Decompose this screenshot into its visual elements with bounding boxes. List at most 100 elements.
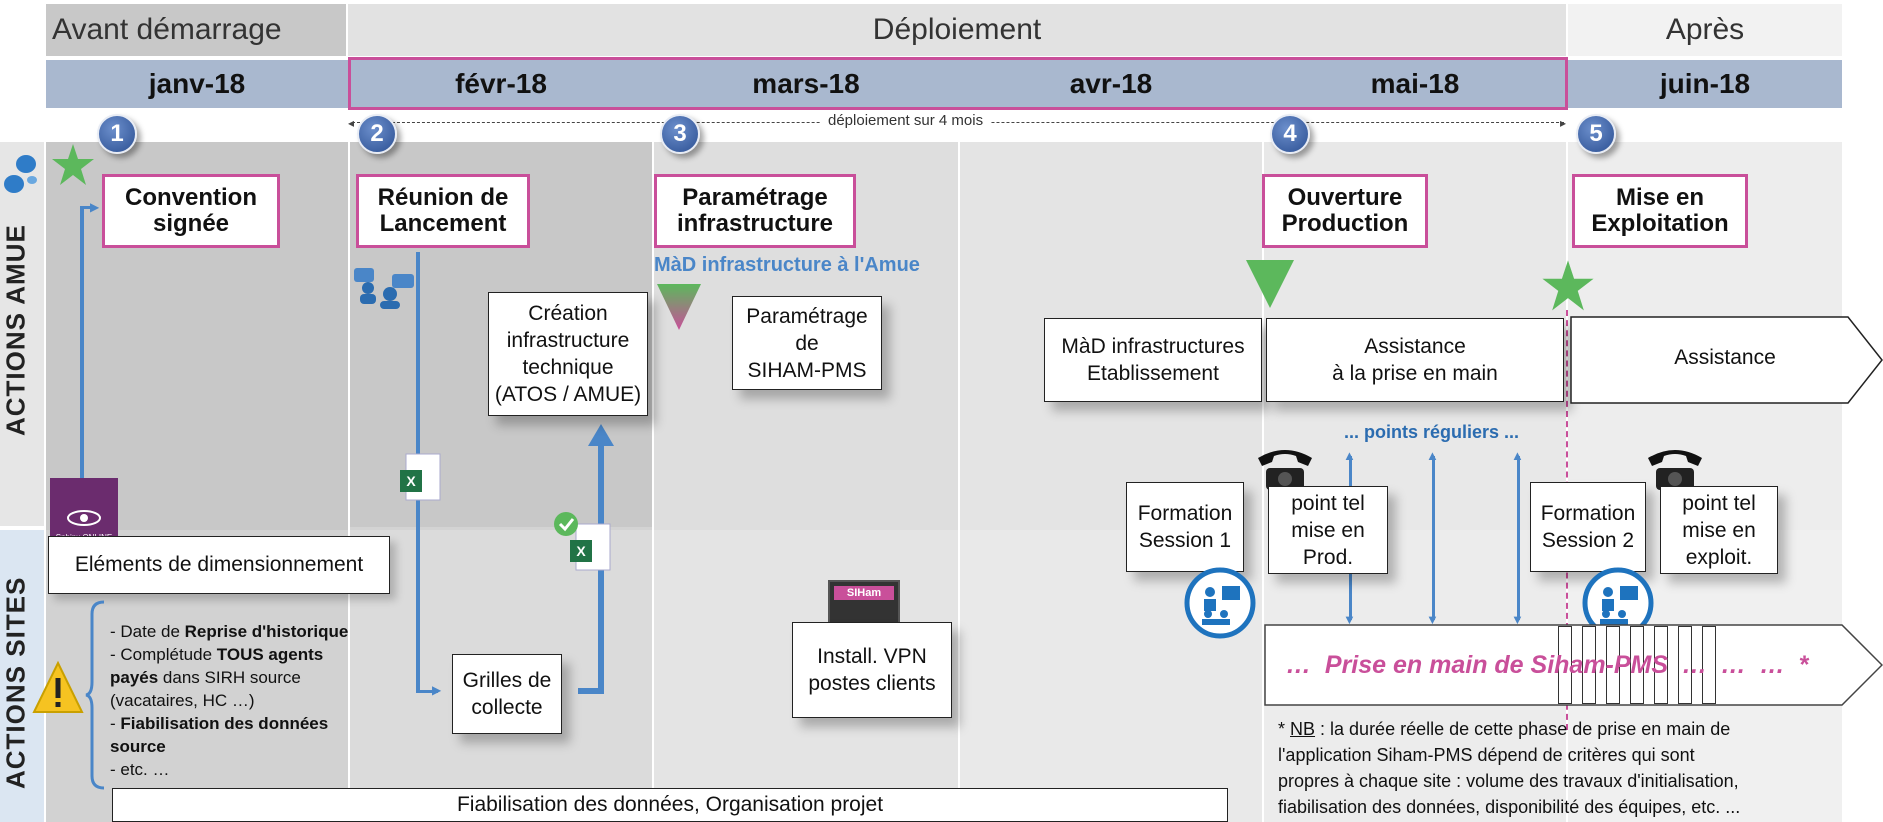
list-l1b: Reprise d'historique: [184, 622, 349, 641]
vpn-line1: Install. VPN: [817, 645, 927, 668]
star-icon-1: [52, 144, 94, 185]
phone-icon-1: [1258, 450, 1312, 490]
nb-label: NB: [1290, 719, 1316, 739]
nb-line-2: l'application Siham-PMS dépend de critèr…: [1278, 745, 1695, 765]
fiabilisation-label: Fiabilisation des données, Organisation …: [456, 793, 884, 816]
tel-prod-line3: Prod.: [1302, 545, 1354, 569]
regular-arrowhead-3-bottom: ▼: [1511, 612, 1524, 627]
list-l2a: - Complétude: [110, 645, 217, 664]
milestone-5-line2: Exploitation: [1591, 210, 1729, 237]
separator-2: [652, 142, 654, 822]
prise-stripe-3: [1606, 626, 1620, 704]
triangle-down-icon-4: [1246, 260, 1294, 308]
tel-prod-line2: mise en: [1291, 518, 1365, 542]
list-brace: [85, 600, 105, 790]
nb-line-3: propres à chaque site : volume des trava…: [1278, 771, 1739, 791]
formation1-box: Formation Session 1: [1126, 482, 1244, 572]
fiabilisation-box: Fiabilisation des données, Organisation …: [112, 788, 1228, 822]
prise-stripe-4: [1630, 626, 1644, 704]
vpn-box: Install. VPN postes clients: [792, 622, 952, 718]
formation1-line1: Formation: [1137, 502, 1233, 525]
grilles-line1: Grilles de: [462, 669, 552, 692]
formation1-line2: Session 1: [1138, 529, 1232, 552]
grilles-to-creation-h: [578, 688, 604, 694]
regular-arrow-2: [1432, 456, 1435, 620]
regular-arrow-3: [1517, 456, 1520, 620]
nb-line-1: * NB : la durée réelle de cette phase de…: [1278, 716, 1878, 742]
month-avr: avr-18: [1069, 68, 1153, 99]
milestone-4-box: Ouverture Production: [1262, 174, 1428, 248]
milestone-1-line1: Convention: [125, 184, 257, 211]
phone-icon-2: [1648, 450, 1702, 490]
deploy-span-arrow-left: ◂: [348, 116, 355, 130]
elements-label: Eléments de dimensionnement: [74, 553, 364, 576]
list-block: - Date de Reprise d'historique - Complét…: [110, 620, 410, 781]
tel-prod-box: point tel mise en Prod.: [1268, 486, 1388, 574]
milestone-5-box: Mise en Exploitation: [1572, 174, 1748, 248]
month-juin: juin-18: [1659, 68, 1751, 99]
milestone-3-line2: infrastructure: [676, 210, 834, 237]
creation-line2: infrastructure: [506, 329, 630, 352]
grilles-line2: collecte: [471, 696, 543, 719]
mad-etab-box: MàD infrastructures Etablissement: [1044, 318, 1262, 402]
phase-before: Avant démarrage: [46, 4, 346, 56]
milestone-3-line1: Paramétrage: [682, 184, 828, 211]
parametrage-box: Paramétrage de SIHAM-PMS: [732, 296, 882, 390]
creation-arrowhead: [588, 424, 614, 446]
prise-stripe-2: [1582, 626, 1596, 704]
list-l3b: dans SIRH source: [158, 668, 301, 687]
milestone-2-line2: Lancement: [379, 210, 507, 237]
points-reguliers-label: ... points réguliers ...: [1344, 422, 1520, 442]
separator-1: [348, 142, 350, 822]
laptop-screen: SIHam: [828, 580, 900, 624]
meeting-icon: [354, 268, 414, 309]
list-line-6: source: [110, 735, 410, 758]
list-l2b: TOUS agents: [216, 645, 324, 664]
assistance-pm-line1: Assistance: [1364, 335, 1466, 358]
col-mai-bg: [1264, 142, 1566, 822]
milestone-1-number: 1: [97, 114, 137, 154]
milestone-1-line2: signée: [152, 210, 230, 237]
tel-exploit-line1: point tel: [1682, 491, 1756, 515]
side-label-sites: ACTIONS SITES: [0, 576, 31, 789]
janv-arrowhead: ▶: [90, 200, 100, 214]
assistance-arrow-shape: [1570, 316, 1883, 404]
training-icon-2: [1582, 567, 1654, 639]
parametrage-line3: SIHAM-PMS: [747, 358, 867, 382]
creation-line3: technique: [522, 356, 614, 379]
phase-deploy: Déploiement: [348, 4, 1566, 56]
list-l1a: - Date de: [110, 622, 185, 641]
milestone-4-number: 4: [1270, 114, 1310, 154]
list-line-3: payés dans SIRH source: [110, 666, 410, 689]
separator-4: [1262, 142, 1264, 822]
milestone-4-line2: Production: [1281, 210, 1409, 237]
list-l5a: -: [110, 714, 121, 733]
assistance-pm-line2: à la prise en main: [1332, 362, 1498, 385]
month-fevr: févr-18: [455, 68, 547, 99]
phase-before-label: Avant démarrage: [52, 13, 282, 46]
assistance-label: Assistance: [1674, 346, 1776, 369]
prise-stripe-1: [1558, 626, 1572, 704]
phase-after-label: Après: [1665, 13, 1745, 46]
prise-stripe-7: [1702, 626, 1716, 704]
formation2-line2: Session 2: [1541, 529, 1635, 552]
grilles-box: Grilles de collecte: [452, 654, 562, 734]
milestone-1-box: Convention signée: [102, 174, 280, 248]
deploy-span-label: déploiement sur 4 mois: [820, 112, 992, 129]
star-icon-5: [1542, 260, 1594, 311]
list-line-1: - Date de Reprise d'historique: [110, 620, 410, 643]
prise-stripe-5: [1654, 626, 1668, 704]
side-label-amue: ACTIONS AMUE: [0, 224, 31, 436]
phase-deploy-label: Déploiement: [872, 13, 1042, 46]
prise-label: … Prise en main de Siham-PMS … … … *: [1286, 651, 1809, 679]
milestone-2-number: 2: [357, 114, 397, 154]
deploy-frame: [348, 57, 1568, 110]
amue-logo-icon: [4, 155, 37, 193]
excel-icon-1: X: [400, 453, 441, 501]
creation-box: Création infrastructure technique (ATOS …: [488, 292, 648, 416]
nb-line-4: fiabilisation des données, disponibilité…: [1278, 797, 1741, 817]
warning-icon: [32, 660, 84, 713]
list-l6: source: [110, 737, 166, 756]
month-mai: mai-18: [1370, 68, 1460, 99]
triangle-down-icon-3: [657, 284, 701, 330]
